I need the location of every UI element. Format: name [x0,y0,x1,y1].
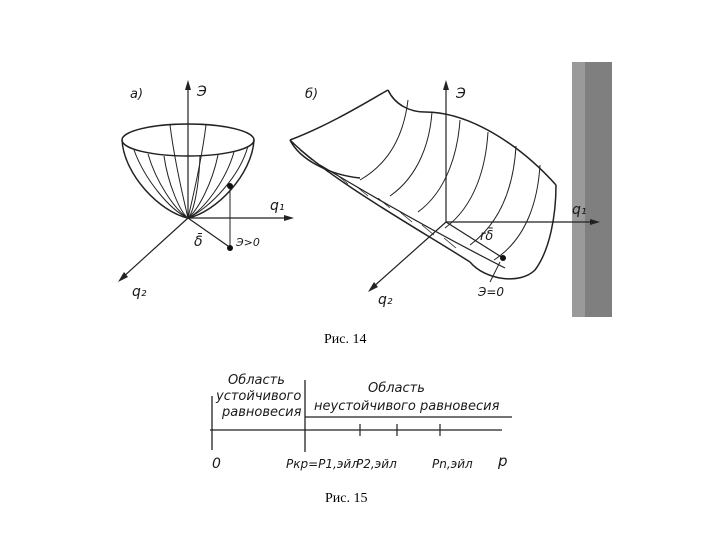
panel-a-bowl-meridians [133,124,249,219]
unstable-region-line-2: неустойчивого равновесия [314,399,500,414]
axis-p-label: p [497,452,508,470]
panel-b-vector-label: rδ̄ [480,229,493,244]
panel-b-axis-q1-arrow [590,219,600,225]
figure-15-caption: Рис. 15 [325,491,368,506]
panel-b-point-label: Э=0 [477,285,504,299]
tick-second-label: P2,эйл [356,457,397,471]
panel-b-axis-vertical-arrow [443,80,449,90]
panel-b-left-side [289,89,389,141]
panel-b-axis-q2-label: q₂ [378,292,393,308]
panel-b-axis-q1-label: q₁ [572,202,587,218]
panel-a-axis-q2-label: q₂ [132,284,147,300]
unstable-region-line-1: Область [368,381,425,396]
panel-a-base-point [227,245,233,251]
panel-b-axis-q2-arrow [368,282,378,292]
panel-a-axis-vertical-label: Э [196,84,207,100]
panel-a-axis-q1-arrow [284,215,294,221]
panel-b-point-leader [489,261,501,283]
panel-b-axis-vertical-label: Э [455,86,466,102]
figure-14a: а) Э q₁ q₂ δ̄ Э>0 [118,80,294,300]
panel-a-axis-vertical-arrow [185,80,191,90]
panel-b-hatching [299,149,457,249]
figure-14b: б) Э q₁ q₂ [289,80,600,308]
panel-a-point-label: Э>0 [235,236,260,249]
panel-b-axis-q2 [371,221,447,289]
panel-a-vector-label: δ̄ [194,232,203,250]
panel-b-vector [445,221,504,259]
panel-a-axis-q2-arrow [118,272,128,282]
tick-nth-label: Pn,эйл [432,457,473,471]
tick-critical-label: Pкр=P1,эйл [286,457,359,471]
stable-region-line-2: устойчивого [215,389,301,404]
stable-region-line-3: равновесия [221,405,302,420]
panel-b-front-edge [289,139,471,263]
panel-b-right-profile [469,184,557,280]
panel-a-label: а) [130,87,143,102]
scan-edge-shading-inner [585,62,612,317]
panel-b-front-left-profile [289,139,361,179]
panel-b-cross-sections [359,99,541,261]
panel-a-delta-vector [187,217,229,247]
panel-b-back-edge [387,89,557,186]
panel-a-surface-point [227,183,233,189]
stable-region-line-1: Область [228,373,285,388]
panel-b-surface-point [500,255,506,261]
panel-a-axis-q1-label: q₁ [270,198,285,214]
figure-15: Область устойчивого равновесия Область н… [210,373,512,472]
panel-b-label: б) [305,87,318,102]
figure-14-caption: Рис. 14 [324,332,367,347]
axis-origin-label: 0 [212,456,221,472]
panel-a-axis-q2 [121,217,189,279]
